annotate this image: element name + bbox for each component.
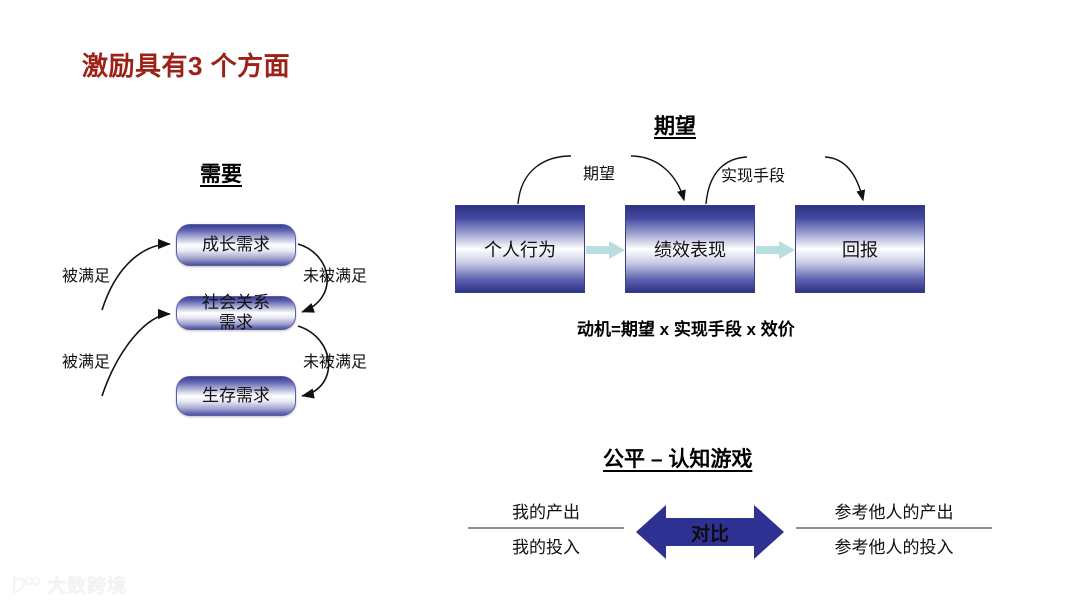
- equity-fraction-referent-numerator: 参考他人的产出: [834, 503, 954, 522]
- needs-section-heading: 需要: [200, 163, 242, 186]
- expectancy-section-heading: 期望: [654, 115, 696, 138]
- equity-fraction-referent-bar: [796, 527, 992, 529]
- expectancy-box-performance[interactable]: 绩效表现: [625, 205, 755, 293]
- equity-fraction-self: 我的产出 我的投入: [468, 495, 624, 561]
- needs-label-satisfied-bottom: 被满足: [62, 354, 111, 371]
- expectancy-curve-label-expectancy: 期望: [583, 166, 616, 183]
- needs-arrow-satisfied-bottom: [101, 308, 171, 397]
- equity-fraction-referent: 参考他人的产出 参考他人的投入: [796, 495, 992, 561]
- page-title: 激励具有3 个方面: [82, 51, 291, 81]
- expectancy-formula: 动机=期望 x 实现手段 x 效价: [577, 320, 795, 339]
- expectancy-curve-expectancy-left: [517, 155, 572, 205]
- equity-fraction-referent-denominator: 参考他人的投入: [834, 538, 954, 557]
- expectancy-curve-instrumentality-right: [824, 156, 866, 202]
- equity-fraction-self-numerator: 我的产出: [512, 503, 580, 522]
- needs-box-growth[interactable]: 成长需求: [176, 224, 296, 266]
- needs-label-unsatisfied-top: 未被满足: [303, 268, 368, 285]
- expectancy-curve-label-instrumentality: 实现手段: [721, 168, 786, 185]
- needs-arrow-satisfied-top: [101, 238, 171, 311]
- expectancy-box-reward-label: 回报: [842, 240, 878, 260]
- expectancy-box-performance-label: 绩效表现: [654, 240, 726, 260]
- equity-section-heading: 公平 – 认知游戏: [603, 448, 753, 471]
- needs-arrow-unsatisfied-bottom: [297, 325, 330, 399]
- expectancy-connector-arrow-2-icon: [756, 241, 795, 259]
- needs-box-existence-label: 生存需求: [202, 386, 270, 406]
- needs-diagram: 成长需求 社会关系 需求 生存需求 被满足 未被满足 被满足 未被满足: [40, 200, 440, 440]
- needs-box-existence[interactable]: 生存需求: [176, 376, 296, 416]
- watermark-text: 大数跨境: [47, 576, 128, 597]
- expectancy-box-reward[interactable]: 回报: [795, 205, 925, 293]
- needs-label-satisfied-top: 被满足: [62, 268, 111, 285]
- needs-box-growth-label: 成长需求: [202, 235, 270, 255]
- equity-compare-double-arrow-icon[interactable]: [636, 503, 784, 561]
- needs-arrow-layer: [101, 238, 330, 399]
- needs-label-unsatisfied-bottom: 未被满足: [303, 354, 368, 371]
- expectancy-box-individual-behavior[interactable]: 个人行为: [455, 205, 585, 293]
- expectancy-connector-arrow-1-icon: [586, 241, 625, 259]
- expectancy-curve-instrumentality-left: [705, 156, 748, 205]
- brand-logo-icon: [12, 575, 40, 594]
- expectancy-diagram: 个人行为 绩效表现 回报: [455, 205, 925, 300]
- needs-box-relatedness-label: 社会关系 需求: [202, 292, 270, 332]
- expectancy-box-individual-behavior-label: 个人行为: [484, 240, 556, 260]
- expectancy-curve-expectancy-right: [630, 155, 686, 202]
- equity-fraction-self-denominator: 我的投入: [512, 538, 580, 557]
- needs-arrow-unsatisfied-top: [297, 243, 328, 313]
- equity-fraction-self-bar: [468, 527, 624, 529]
- watermark: 大数跨境: [10, 571, 127, 598]
- needs-box-relatedness[interactable]: 社会关系 需求: [176, 292, 296, 332]
- equity-diagram: 我的产出 我的投入 对比 参考他人的产出 参考他人的投入: [460, 495, 992, 575]
- expectancy-curve-layer: [517, 155, 866, 205]
